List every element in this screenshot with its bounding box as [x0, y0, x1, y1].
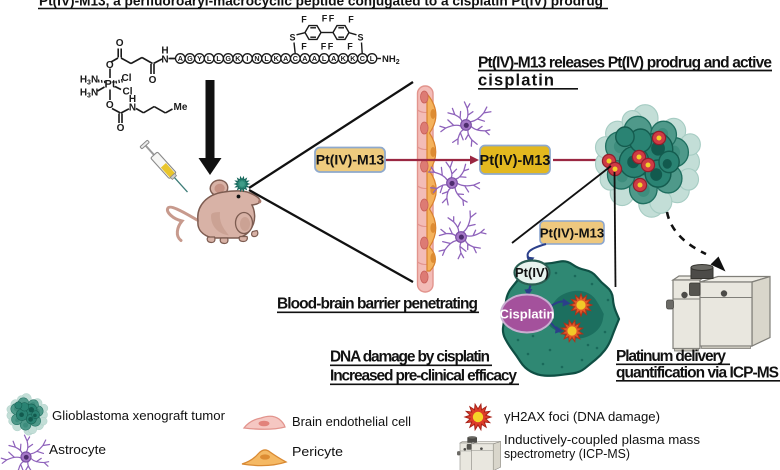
svg-text:N: N — [254, 54, 259, 63]
svg-text:S: S — [357, 33, 363, 43]
svg-text:H3N: H3N — [80, 88, 98, 100]
svg-text:Astrocyte: Astrocyte — [49, 442, 106, 457]
svg-text:cisplatin: cisplatin — [478, 72, 554, 90]
svg-text:I: I — [246, 54, 248, 63]
svg-text:Cl: Cl — [122, 73, 132, 84]
svg-text:F: F — [301, 42, 307, 52]
svg-text:spectrometry (ICP-MS): spectrometry (ICP-MS) — [504, 446, 630, 461]
svg-text:A: A — [302, 54, 307, 63]
svg-text:Y: Y — [197, 54, 202, 63]
svg-text:DNA damage by cisplatin: DNA damage by cisplatin — [330, 349, 490, 366]
svg-text:Cisplatin: Cisplatin — [500, 307, 555, 322]
svg-text:G: G — [187, 54, 193, 63]
svg-text:H: H — [129, 94, 136, 105]
svg-text:A: A — [331, 54, 336, 63]
svg-text:L: L — [370, 54, 375, 63]
svg-text:O: O — [117, 123, 125, 134]
svg-text:Pt(IV)-M13, a perfluoroaryl-ma: Pt(IV)-M13, a perfluoroaryl-macrocyclic … — [39, 0, 603, 9]
svg-text:Brain endothelial cell: Brain endothelial cell — [292, 414, 411, 429]
svg-text:N: N — [161, 55, 168, 66]
svg-text:F: F — [347, 42, 353, 52]
svg-text:K: K — [350, 54, 356, 63]
svg-text:K: K — [235, 54, 241, 63]
svg-text:O: O — [106, 100, 114, 111]
svg-text:C: C — [293, 54, 298, 63]
svg-text:γH2AX foci (DNA damage): γH2AX foci (DNA damage) — [504, 409, 660, 424]
svg-text:A: A — [312, 54, 317, 63]
svg-text:Me: Me — [174, 102, 188, 113]
svg-text:K: K — [341, 54, 347, 63]
svg-text:L: L — [216, 54, 221, 63]
svg-text:Pt(IV)-M13: Pt(IV)-M13 — [540, 226, 604, 241]
svg-text:H3N: H3N — [80, 75, 98, 87]
svg-text:F: F — [329, 14, 335, 24]
svg-text:L: L — [264, 54, 269, 63]
svg-text:Pericyte: Pericyte — [292, 444, 343, 459]
svg-text:Pt(IV)-M13: Pt(IV)-M13 — [480, 153, 551, 169]
svg-text:F: F — [322, 14, 328, 24]
svg-text:Platinum delivery: Platinum delivery — [616, 348, 726, 365]
svg-text:A: A — [178, 54, 183, 63]
svg-text:Pt(IV)-M13: Pt(IV)-M13 — [316, 152, 385, 168]
svg-text:O: O — [149, 75, 157, 86]
svg-text:F: F — [321, 42, 327, 52]
svg-text:F: F — [348, 15, 354, 25]
svg-text:N: N — [129, 103, 136, 114]
svg-text:Cl: Cl — [123, 87, 133, 98]
svg-text:F: F — [328, 42, 334, 52]
svg-text:G: G — [225, 54, 231, 63]
svg-text:F: F — [301, 15, 307, 25]
svg-text:K: K — [274, 54, 280, 63]
svg-text:Increased pre-clinical efficac: Increased pre-clinical efficacy — [330, 368, 517, 385]
svg-text:C: C — [360, 54, 365, 63]
svg-text:Blood-brain barrier penetratin: Blood-brain barrier penetrating — [277, 296, 478, 313]
svg-text:NH2: NH2 — [382, 54, 400, 66]
svg-text:Pt: Pt — [105, 79, 116, 91]
svg-text:Glioblastoma xenograft tumor: Glioblastoma xenograft tumor — [52, 408, 226, 423]
svg-text:L: L — [322, 54, 327, 63]
svg-text:O: O — [116, 38, 124, 49]
svg-text:S: S — [289, 33, 295, 43]
svg-text:H: H — [161, 46, 168, 57]
svg-text:O: O — [106, 60, 114, 71]
svg-text:Pt(IV)-M13 releases Pt(IV) pro: Pt(IV)-M13 releases Pt(IV) prodrug and a… — [478, 55, 772, 72]
svg-text:L: L — [207, 54, 212, 63]
svg-text:Pt(IV): Pt(IV) — [515, 265, 549, 280]
svg-text:A: A — [283, 54, 288, 63]
svg-text:quantification via ICP-MS: quantification via ICP-MS — [616, 365, 779, 382]
svg-text:Inductively-coupled plasma mas: Inductively-coupled plasma mass — [504, 432, 700, 447]
